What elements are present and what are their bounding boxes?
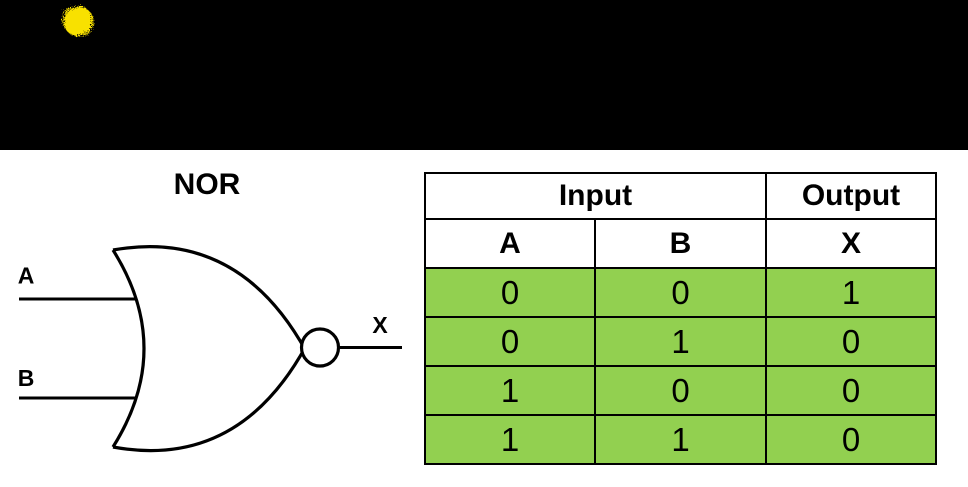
table-row: 1 1 0 [424, 414, 937, 465]
cell-x: 0 [765, 365, 937, 416]
table-column-header-row: A B X [424, 218, 937, 269]
cell-a: 0 [424, 316, 596, 367]
cell-b: 1 [594, 414, 767, 465]
top-banner [0, 0, 968, 150]
inversion-bubble [299, 327, 341, 368]
cell-a: 0 [424, 267, 596, 318]
sun-icon [41, 0, 111, 41]
input-a-label: A [18, 263, 35, 289]
cell-x: 0 [765, 316, 937, 367]
cell-b: 0 [594, 267, 767, 318]
cell-a: 1 [424, 365, 596, 416]
table-row: 0 0 1 [424, 267, 937, 318]
gate-back-arc [111, 249, 146, 448]
nor-gate-diagram: NOR A B X [18, 168, 402, 453]
truth-table: Input Output A B X 0 0 1 0 1 0 1 0 0 1 1… [424, 172, 937, 465]
cell-x: 1 [765, 267, 937, 318]
column-header-a: A [424, 218, 596, 269]
table-row: 1 0 0 [424, 365, 937, 416]
sun-icon-blob [61, 4, 91, 34]
gate-bottom-curve [112, 345, 308, 453]
table-header-group-row: Input Output [424, 172, 937, 220]
cell-b: 1 [594, 316, 767, 367]
cell-b: 0 [594, 365, 767, 416]
table-row: 0 1 0 [424, 316, 937, 367]
column-header-b: B [594, 218, 767, 269]
output-group-header: Output [765, 172, 937, 220]
cell-x: 0 [765, 414, 937, 465]
output-x-label: X [372, 312, 388, 338]
or-gate-body [111, 245, 308, 453]
input-group-header: Input [424, 172, 767, 220]
gate-title: NOR [174, 168, 241, 201]
input-b-label: B [18, 365, 35, 391]
column-header-x: X [765, 218, 937, 269]
gate-top-curve [112, 245, 308, 352]
cell-a: 1 [424, 414, 596, 465]
